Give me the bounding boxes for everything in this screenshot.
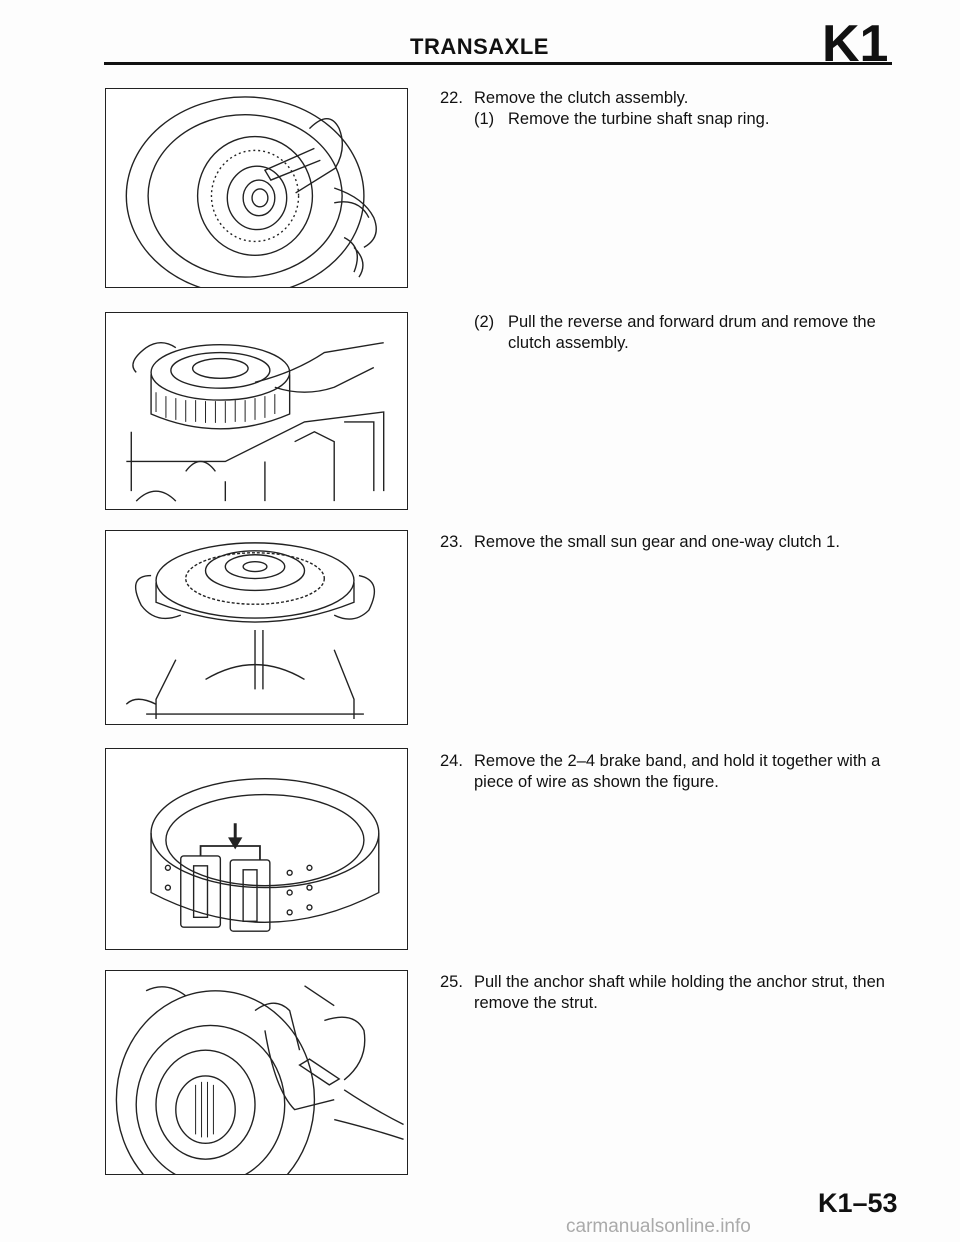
step-text: Remove the 2–4 brake band, and hold it t… xyxy=(474,752,881,791)
section-code: K1 xyxy=(822,15,889,73)
step-25: 25. Pull the anchor shaft while holding … xyxy=(440,972,900,1014)
step-22: 22. Remove the clutch assembly. (1) Remo… xyxy=(440,88,900,130)
step-24: 24. Remove the 2–4 brake band, and hold … xyxy=(440,751,900,793)
page-code: K1–53 xyxy=(818,1188,898,1218)
header-rule xyxy=(104,62,892,65)
step-22-substep-2: (2) Pull the reverse and forward drum an… xyxy=(440,312,900,354)
figure-anchor-strut xyxy=(105,970,408,1175)
step-number: 24. xyxy=(440,752,463,770)
substep-number: (1) xyxy=(474,110,495,128)
step-number: 25. xyxy=(440,973,463,991)
step-text: Pull the anchor shaft while holding the … xyxy=(474,973,885,1012)
substep-text: Remove the turbine shaft snap ring. xyxy=(508,110,770,128)
figure-snap-ring-removal xyxy=(105,88,408,288)
step-23: 23. Remove the small sun gear and one-wa… xyxy=(440,532,900,553)
section-title: TRANSAXLE xyxy=(410,34,549,59)
step-text: Remove the small sun gear and one-way cl… xyxy=(474,533,840,551)
step-text: Remove the clutch assembly. xyxy=(474,89,689,107)
step-number: 22. xyxy=(440,89,463,107)
substep-number: (2) xyxy=(474,313,495,331)
figure-sun-gear-removal xyxy=(105,530,408,725)
figure-clutch-assembly-removal xyxy=(105,312,408,510)
step-number: 23. xyxy=(440,533,463,551)
figure-brake-band xyxy=(105,748,408,950)
substep-text: Pull the reverse and forward drum and re… xyxy=(508,313,876,352)
watermark: carmanualsonline.info xyxy=(566,1216,751,1237)
